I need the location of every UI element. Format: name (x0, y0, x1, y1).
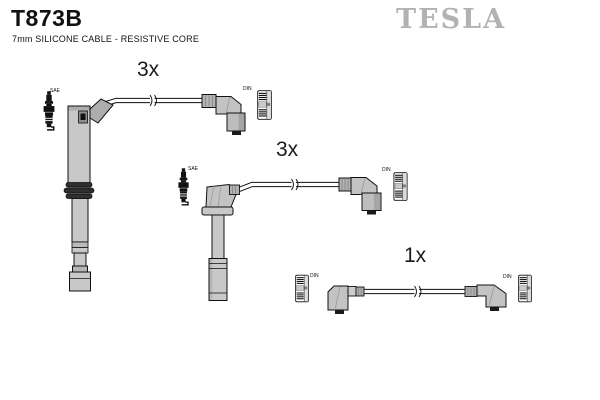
subtitle: 7mm SILICONE CABLE - RESISTIVE CORE (12, 34, 200, 44)
cable-wire (97, 94, 204, 109)
group-1-cable-drawing (42, 90, 272, 292)
elbow-cap-boot-right (464, 284, 507, 311)
cable-wire (360, 285, 470, 298)
elbow-cap-boot (338, 177, 382, 215)
long-plug-boot (63, 98, 114, 292)
medium-plug-boot (201, 183, 240, 301)
elbow-cap-boot (201, 94, 246, 135)
brand-logo: TESLA (396, 4, 507, 35)
din-connector-icon (295, 274, 309, 303)
din-connector-icon (393, 172, 408, 201)
group-2-cable-drawing (177, 167, 408, 301)
din-connector-icon (257, 90, 272, 120)
group-3-quantity: 1x (404, 244, 427, 267)
spark-plug-icon (177, 167, 190, 206)
group-2-din-label: DIN (382, 167, 391, 173)
group-3-din-label-right: DIN (503, 274, 512, 280)
group-1-din-label: DIN (243, 86, 252, 92)
group-2-quantity: 3x (276, 138, 299, 161)
group-3-din-label-left: DIN (310, 273, 319, 279)
group-1-sae-label: SAE (50, 88, 61, 94)
group-2-sae-label: SAE (188, 166, 199, 172)
group-3-cable-drawing (295, 274, 532, 314)
cable-wire (238, 178, 341, 192)
spark-plug-icon (42, 91, 56, 131)
part-number: T873B (11, 5, 83, 31)
din-connector-icon (518, 274, 532, 303)
group-1-quantity: 3x (137, 58, 160, 81)
elbow-cap-boot-left (327, 285, 365, 314)
